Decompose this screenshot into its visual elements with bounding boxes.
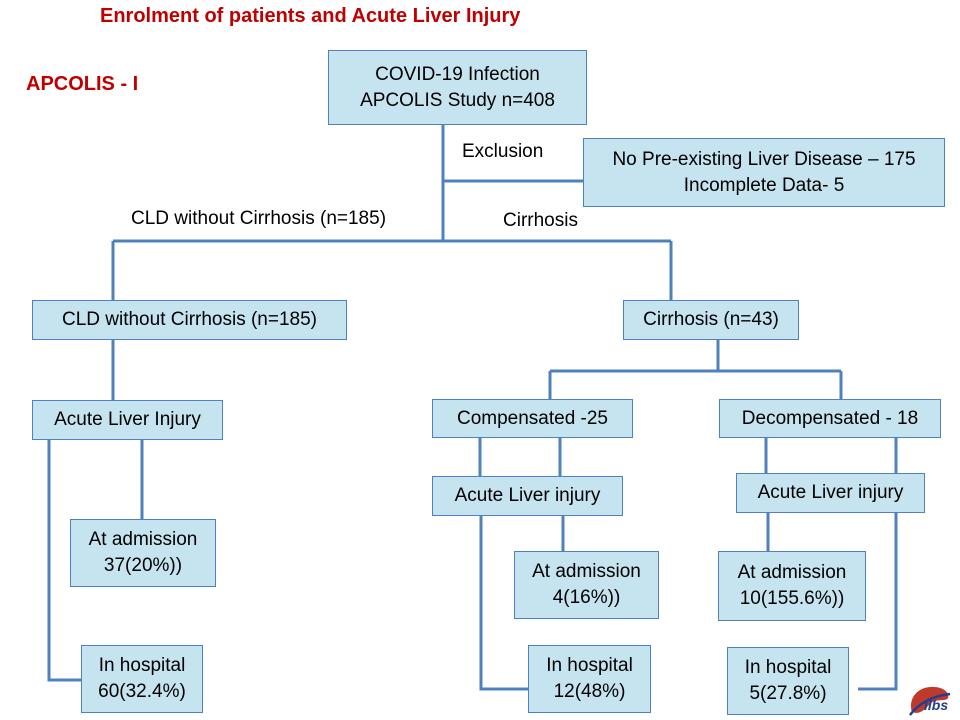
connector-comp-hospital	[479, 516, 529, 691]
node-compensated: Compensated -25	[432, 399, 633, 438]
node-comp-acute-liver-injury: Acute Liver injury	[432, 476, 623, 516]
edge-label-cirrhosis-branch: Cirrhosis	[503, 210, 578, 231]
node-decomp-in-hospital: In hospital 5(27.8%)	[727, 647, 849, 715]
node-root: COVID-19 Infection APCOLIS Study n=408	[328, 50, 587, 125]
page-title: Enrolment of patients and Acute Liver In…	[100, 5, 521, 27]
node-cld-at-admission: At admission 37(20%))	[70, 519, 216, 587]
node-decompensated: Decompensated - 18	[719, 399, 941, 438]
edge-label-exclusion: Exclusion	[462, 141, 544, 162]
edge-label-cld-branch: CLD without Cirrhosis (n=185)	[131, 208, 387, 229]
connector-cld-hospital	[47, 439, 82, 682]
node-cirrhosis: Cirrhosis (n=43)	[623, 300, 799, 340]
node-cld-acute-liver-injury: Acute Liver Injury	[32, 400, 223, 440]
node-comp-at-admission: At admission 4(16%))	[514, 551, 659, 619]
node-cld: CLD without Cirrhosis (n=185)	[32, 300, 347, 340]
study-label: APCOLIS - I	[26, 73, 139, 95]
node-cld-in-hospital: In hospital 60(32.4%)	[81, 645, 203, 713]
node-exclusion: No Pre-existing Liver Disease – 175 Inco…	[583, 138, 945, 207]
connector-decomp-hospital	[858, 512, 898, 691]
logo-text: ilbs	[924, 697, 949, 713]
node-decomp-at-admission: At admission 10(155.6%))	[718, 551, 866, 621]
liver-logo-icon	[908, 686, 951, 716]
node-comp-in-hospital: In hospital 12(48%)	[528, 645, 651, 713]
node-decomp-acute-liver-injury: Acute Liver injury	[736, 473, 925, 513]
